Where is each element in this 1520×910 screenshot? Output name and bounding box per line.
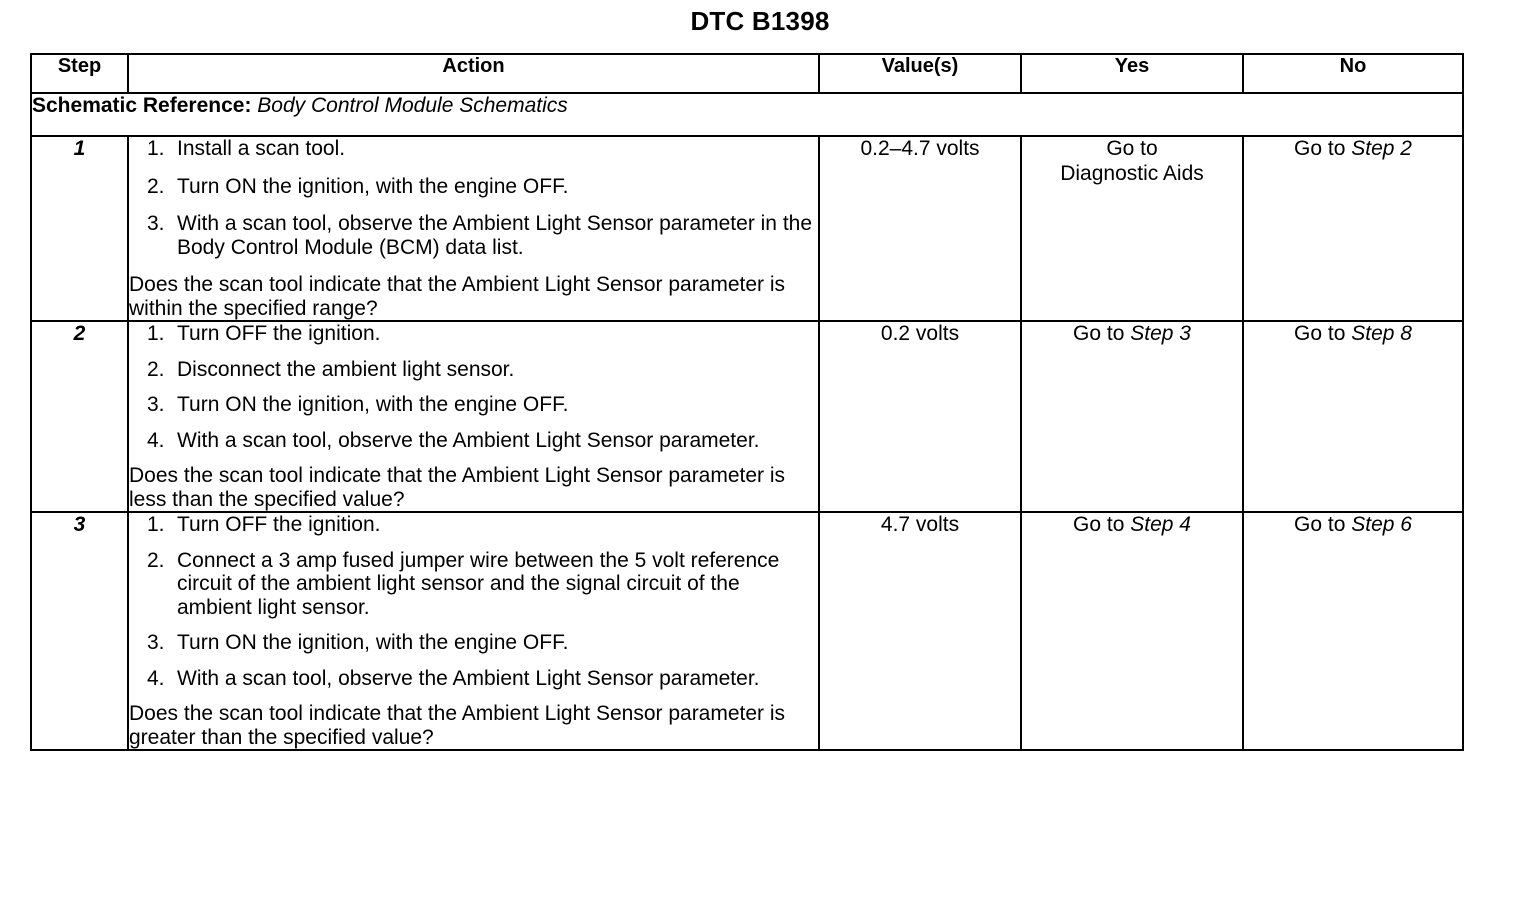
- no-answer-cell: Go to Step 2: [1242, 134, 1464, 323]
- yes-answer-lead: Go to: [1073, 322, 1125, 346]
- list-item-text: Turn ON the ignition, with the engine OF…: [177, 393, 569, 417]
- instruction-list: 1. Turn OFF the ignition. 2. Connect a 3…: [129, 513, 818, 690]
- table-body: Schematic Reference: Body Control Module…: [30, 92, 1464, 752]
- column-header-step: Step: [30, 53, 129, 94]
- no-answer-cell: Go to Step 6: [1242, 511, 1464, 752]
- column-header-action: Action: [127, 53, 820, 94]
- list-item-text: Turn ON the ignition, with the engine OF…: [177, 631, 569, 655]
- action-question: Does the scan tool indicate that the Amb…: [129, 273, 786, 320]
- yes-answer-cell: Go to Step 3: [1020, 320, 1244, 514]
- action-cell: 1. Install a scan tool. 2. Turn ON the i…: [127, 134, 820, 323]
- list-item-number: 4.: [147, 428, 165, 452]
- no-answer-cell: Go to Step 8: [1242, 320, 1464, 514]
- list-item: 3. Turn ON the ignition, with the engine…: [129, 631, 818, 655]
- list-item: 2. Disconnect the ambient light sensor.: [129, 358, 818, 382]
- action-cell: 1. Turn OFF the ignition. 2. Disconnect …: [127, 320, 820, 514]
- yes-answer-target: Step 4: [1130, 513, 1191, 537]
- action-cell: 1. Turn OFF the ignition. 2. Connect a 3…: [127, 511, 820, 752]
- no-answer-line: Go to Step 8: [1244, 322, 1462, 347]
- no-answer-target: Step 6: [1351, 513, 1412, 537]
- schematic-reference-row: Schematic Reference: Body Control Module…: [30, 92, 1464, 137]
- list-item-text: Install a scan tool.: [177, 137, 346, 160]
- list-item: 3. With a scan tool, observe the Ambient…: [129, 212, 818, 259]
- list-item-number: 3.: [147, 631, 165, 655]
- table-row: 3 1. Turn OFF the ignition. 2. Connect a…: [30, 511, 1464, 752]
- diagnostic-table: Step Action Value(s) Yes No Schematic Re…: [30, 53, 1464, 752]
- yes-answer-cell: Go to Step 4: [1020, 511, 1244, 752]
- list-item-text: Turn ON the ignition, with the engine OF…: [177, 174, 569, 198]
- yes-answer-line: Go to Step 4: [1022, 513, 1242, 538]
- step-number: 1: [30, 134, 129, 323]
- list-item-number: 1.: [147, 322, 165, 346]
- yes-answer-line: Go to Step 3: [1022, 322, 1242, 347]
- list-item: 4. With a scan tool, observe the Ambient…: [129, 667, 818, 691]
- no-answer-line: Go to Step 6: [1244, 513, 1462, 538]
- column-header-no: No: [1242, 53, 1464, 94]
- list-item-text: With a scan tool, observe the Ambient Li…: [177, 428, 760, 452]
- schematic-reference-label: Schematic Reference:: [32, 94, 252, 117]
- yes-answer-lead: Go to: [1073, 513, 1125, 537]
- list-item-text: With a scan tool, observe the Ambient Li…: [177, 212, 813, 259]
- table-header: Step Action Value(s) Yes No: [30, 53, 1464, 94]
- list-item: 1. Turn OFF the ignition.: [129, 322, 818, 346]
- step-number: 3: [30, 511, 129, 752]
- list-item: 2. Connect a 3 amp fused jumper wire bet…: [129, 549, 818, 620]
- value-cell: 0.2–4.7 volts: [818, 134, 1022, 323]
- list-item: 2. Turn ON the ignition, with the engine…: [129, 175, 818, 199]
- yes-answer-cell: Go to Diagnostic Aids: [1020, 134, 1244, 323]
- list-item-text: Connect a 3 amp fused jumper wire betwee…: [177, 548, 780, 619]
- list-item: 1. Turn OFF the ignition.: [129, 513, 818, 537]
- list-item-number: 4.: [147, 666, 165, 690]
- list-item-number: 1.: [147, 513, 165, 537]
- no-answer-lead: Go to: [1294, 322, 1346, 346]
- list-item-text: With a scan tool, observe the Ambient Li…: [177, 666, 760, 690]
- no-answer-line: Go to Step 2: [1244, 137, 1462, 162]
- instruction-list: 1. Install a scan tool. 2. Turn ON the i…: [129, 137, 818, 259]
- yes-answer-target: Step 3: [1130, 322, 1191, 346]
- page-title: DTC B1398: [690, 6, 830, 36]
- value-cell: 4.7 volts: [818, 511, 1022, 752]
- schematic-reference-cell: Schematic Reference: Body Control Module…: [30, 92, 1464, 137]
- no-answer-lead: Go to: [1294, 137, 1346, 160]
- list-item: 1. Install a scan tool.: [129, 137, 818, 161]
- no-answer-target: Step 8: [1351, 322, 1412, 346]
- list-item: 3. Turn ON the ignition, with the engine…: [129, 393, 818, 417]
- list-item-text: Turn OFF the ignition.: [177, 513, 381, 537]
- column-header-value: Value(s): [818, 53, 1022, 94]
- list-item-number: 3.: [147, 393, 165, 417]
- list-item-text: Turn OFF the ignition.: [177, 322, 381, 346]
- list-item-number: 2.: [147, 357, 165, 381]
- action-question: Does the scan tool indicate that the Amb…: [129, 464, 786, 511]
- instruction-list: 1. Turn OFF the ignition. 2. Disconnect …: [129, 322, 818, 452]
- yes-answer-target: Diagnostic Aids: [1060, 161, 1204, 185]
- list-item: 4. With a scan tool, observe the Ambient…: [129, 429, 818, 453]
- list-item-number: 3.: [147, 212, 165, 236]
- table-row: 2 1. Turn OFF the ignition. 2. Disconnec…: [30, 320, 1464, 514]
- schematic-reference-value: Body Control Module Schematics: [257, 94, 568, 117]
- value-cell: 0.2 volts: [818, 320, 1022, 514]
- no-answer-lead: Go to: [1294, 513, 1346, 537]
- table-row: 1 1. Install a scan tool. 2. Turn ON the…: [30, 134, 1464, 323]
- list-item-number: 2.: [147, 548, 165, 572]
- yes-answer-lead: Go to: [1106, 137, 1158, 160]
- action-question: Does the scan tool indicate that the Amb…: [129, 702, 786, 749]
- column-header-yes: Yes: [1020, 53, 1244, 94]
- list-item-number: 1.: [147, 137, 165, 160]
- no-answer-target: Step 2: [1351, 137, 1412, 160]
- table-header-row: Step Action Value(s) Yes No: [30, 53, 1464, 94]
- step-number: 2: [30, 320, 129, 514]
- list-item-number: 2.: [147, 174, 165, 198]
- list-item-text: Disconnect the ambient light sensor.: [177, 357, 515, 381]
